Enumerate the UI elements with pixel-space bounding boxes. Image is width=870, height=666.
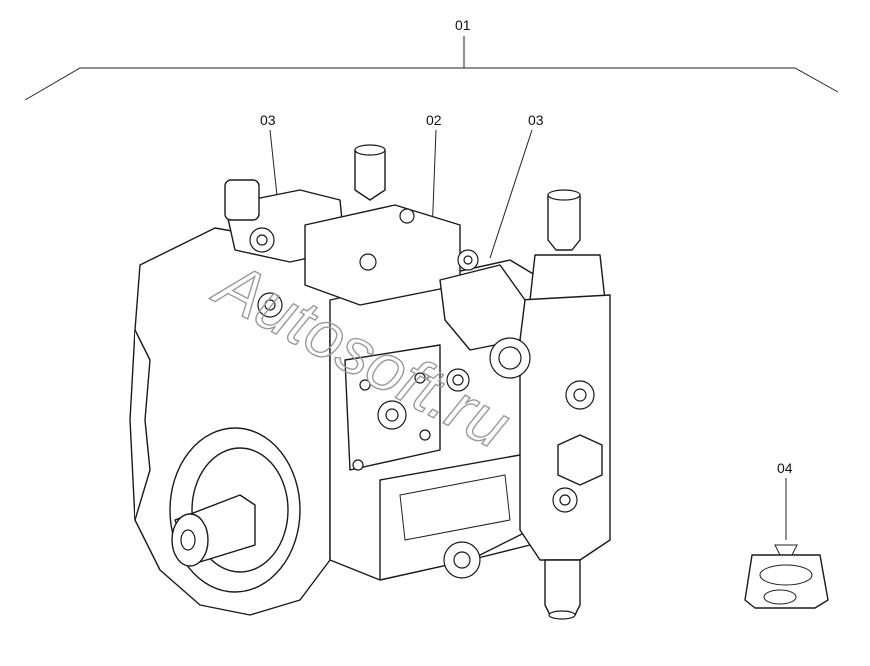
- assembly-bracket: [24, 36, 839, 101]
- callout-03-left: 03: [260, 112, 276, 128]
- callout-04: 04: [777, 460, 793, 476]
- callout-02: 02: [426, 112, 442, 128]
- seal-kit-bag: [744, 544, 829, 609]
- hydraulic-pump-drawing: [129, 144, 611, 620]
- leader-03-left: [269, 129, 279, 206]
- callout-01: 01: [455, 17, 471, 33]
- callout-03-right: 03: [528, 112, 544, 128]
- leader-03-right: [489, 129, 533, 259]
